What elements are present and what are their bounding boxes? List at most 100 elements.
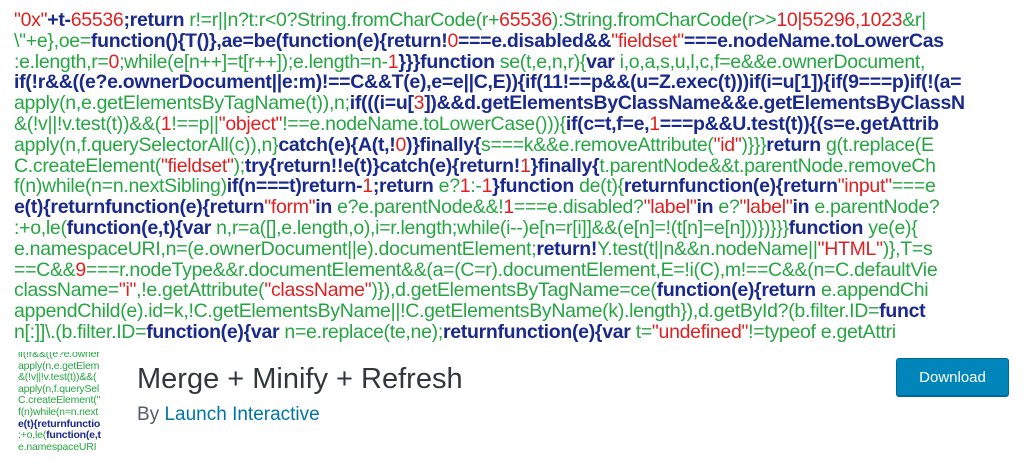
code-segment: try{return!!e(t)}catch(e){return! — [244, 154, 520, 177]
code-segment: )}}} — [741, 133, 767, 156]
code-segment: "HTML" — [817, 237, 883, 260]
code-segment: se(t,e,n,r){ — [499, 50, 587, 73]
code-segment: ===e.nodeName.toLowerCas — [683, 29, 944, 52]
code-segment: ;return — [372, 175, 439, 198]
code-segment: "className" — [264, 279, 372, 302]
code-segment: catch(e){A(t,! — [278, 133, 396, 156]
code-segment: function(e,t){var — [66, 217, 217, 239]
code-segment: r!=r||n?t:r<0?String.fromCharCode(r+ — [189, 9, 500, 31]
code-segment: g(t.replace(E — [825, 133, 934, 156]
code-line: e(t){returnfunction(e){return"form"in e?… — [14, 196, 940, 219]
author-link[interactable]: Launch Interactive — [164, 404, 320, 425]
code-segment: 1 — [649, 113, 660, 135]
code-segment: ===p&&U.test(t)){(s=e.getAttrib — [659, 113, 939, 135]
code-segment: f(n)while(n=n.next — [18, 406, 99, 418]
code-segment: apply(n,e.getElementsByTagName(t)),n; — [14, 92, 350, 115]
code-segment: de(t){ — [579, 175, 624, 198]
code-segment: i,o,a,s,u,l,c,f=e&&e.ownerDocument, — [619, 50, 926, 73]
code-segment: }function — [492, 175, 580, 198]
code-segment: e.namespaceURI,n=(e.ownerDocument||e).do… — [14, 237, 537, 260]
code-segment: e? — [718, 196, 740, 219]
code-segment: 1 — [519, 154, 531, 177]
code-segment: 1 — [503, 196, 514, 219]
code-segment: if(c=t,f=e, — [565, 113, 650, 135]
code-segment: 65536 — [70, 9, 124, 31]
code-segment: "input" — [837, 175, 892, 198]
code-line: ==C&&9===r.nodeType&&r.documentElement&&… — [14, 258, 938, 281]
code-line: f(n)while(n=n.nextSibling)if(n===t)retur… — [14, 176, 936, 197]
code-segment: !==e.nodeName.toLowerCase())){ — [282, 113, 566, 135]
code-segment: funct — [879, 300, 926, 323]
code-line: if(!r&&((e?e.ownerDocument||e:m)!==C&&T(… — [14, 72, 962, 93]
code-segment: e?e.parentNode&&! — [337, 196, 504, 219]
code-segment: 1 — [362, 175, 373, 198]
code-segment: if(!r&&((e?e.owner — [18, 352, 100, 360]
code-line: f(n)while(n=n.next — [18, 406, 99, 419]
code-segment: appendChild(e).id=k,!C.getElementsByName… — [14, 300, 880, 323]
code-segment: 0 — [108, 50, 120, 73]
code-line: C.createElement(" — [18, 395, 100, 407]
code-segment: n=e.replace(te,ne); — [284, 321, 443, 343]
code-segment: e.appendChi — [821, 279, 929, 302]
code-segment: :- — [470, 175, 482, 198]
code-segment: )},T=s — [882, 237, 933, 260]
code-segment: e(t){returnfunction(e){return — [14, 196, 265, 219]
code-line: apply(n,f.querySelectorAll(c)),n}catch(e… — [14, 133, 934, 156]
code-segment: 0 — [395, 133, 407, 156]
code-segment: )}),d.getElementsByTagName=ce( — [371, 279, 657, 302]
code-line: e(t){returnfunctio — [18, 417, 101, 431]
code-segment: ); — [233, 154, 246, 177]
code-segment: "i" — [118, 279, 137, 302]
code-segment: return — [766, 133, 826, 156]
code-line: &(!v||!v.test(t))&&(1!==p||"object"!==e.… — [14, 114, 939, 135]
code-segment: f(n)while(n=n.nextSibling) — [14, 175, 227, 198]
code-segment: 3 — [413, 92, 425, 115]
code-segment: "id" — [713, 133, 742, 156]
code-segment: apply(n,f.querySelectorAll(c)),n} — [14, 133, 279, 156]
code-segment: ):String.fromCharCode(r>> — [551, 9, 777, 31]
code-segment: &(!v||!v.test(t))&&( — [18, 371, 97, 384]
code-segment: !=typeof e.getAttri — [748, 321, 896, 343]
code-segment: ===r.nodeType&&r.documentElement&&(a=(C=… — [85, 258, 938, 281]
code-line: apply(n,f.querySel — [18, 382, 100, 396]
code-segment: }finally{ — [530, 154, 600, 177]
code-line: e.namespaceURI — [18, 440, 97, 454]
code-segment: in — [792, 196, 815, 219]
code-segment: t.parentNode&&t.parentNode.removeCh — [599, 154, 936, 177]
code-segment: className= — [14, 279, 119, 302]
code-segment: &(!v||!v.test(t))&&( — [14, 113, 161, 135]
code-segment: "fieldset" — [160, 154, 234, 177]
code-segment: "label" — [643, 196, 697, 219]
code-segment: function — [788, 217, 869, 239]
code-segment: "object" — [218, 113, 283, 135]
code-line: :+o,le(function(e,t — [18, 429, 101, 442]
code-segment: function(e){var — [146, 321, 285, 343]
code-segment: in — [696, 196, 719, 219]
code-segment: t= — [635, 321, 653, 343]
author-prefix: By — [137, 404, 165, 425]
code-segment: returnfunction(e){var — [442, 321, 636, 343]
code-line: className="i",!e.getAttribute("className… — [14, 279, 929, 302]
code-segment: 0 — [447, 29, 458, 52]
code-segment: 10|55296,1023 — [776, 9, 903, 31]
code-segment: ye(e){ — [868, 217, 918, 239]
code-line: &(!v||!v.test(t))&&( — [18, 371, 97, 384]
code-segment: e.namespaceURI — [18, 440, 97, 453]
code-segment: 65536 — [499, 9, 552, 31]
plugin-author: By Launch Interactive — [137, 404, 320, 426]
code-line: "0x"+t-65536;return r!=r||n?t:r<0?String… — [14, 10, 926, 31]
code-segment: apply(n,f.querySel — [18, 382, 100, 395]
code-segment: +t- — [47, 9, 71, 31]
code-line: appendChild(e).id=k,!C.getElementsByName… — [14, 300, 926, 323]
code-segment: C.createElement( — [14, 154, 161, 177]
download-button[interactable]: Download — [896, 358, 1009, 396]
code-segment: e(t){returnfunctio — [18, 417, 101, 430]
code-segment: ==C&& — [14, 258, 76, 281]
code-segment: function(e,t — [46, 429, 101, 442]
code-segment: :+o,le( — [14, 217, 67, 239]
code-line: n[:]]\.(b.filter.ID=function(e){var n=e.… — [14, 322, 896, 343]
code-segment: ])&&d.getElementsByClassName&&e.getEleme… — [424, 92, 965, 115]
plugin-banner-image: "0x"+t-65536;return r!=r||n?t:r<0?String… — [14, 9, 966, 343]
code-segment: 1 — [387, 50, 399, 73]
code-segment: apply(n,e.getElem — [18, 359, 100, 372]
